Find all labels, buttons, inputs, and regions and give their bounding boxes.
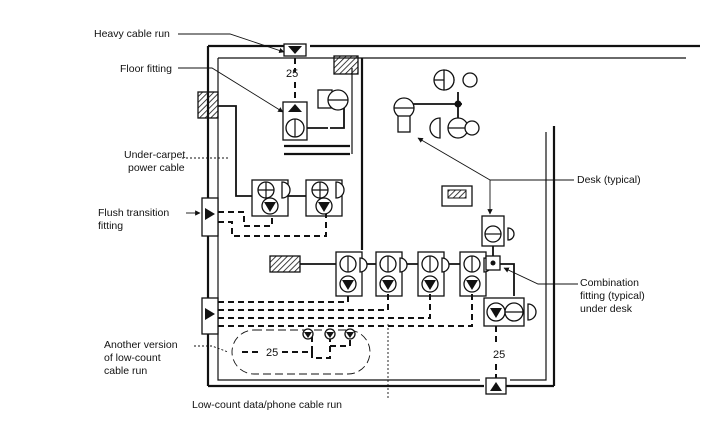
low-count-cable-run xyxy=(201,292,473,335)
floor-fitting-top: 25 xyxy=(282,43,359,141)
label-combo-3: under desk xyxy=(580,303,633,315)
label-flush-2: fitting xyxy=(98,220,123,232)
label-another-2: of low-count xyxy=(104,352,161,364)
right-run-number: 25 xyxy=(493,349,505,361)
flush-transition-fitting xyxy=(201,197,327,237)
label-desk: Desk (typical) xyxy=(577,174,641,186)
power-cable-group-left xyxy=(197,91,345,217)
top-run-number: 25 xyxy=(286,68,298,80)
alternate-low-count-loop: 25 xyxy=(231,328,371,375)
label-another-1: Another version xyxy=(104,339,178,351)
label-heavy-cable-run: Heavy cable run xyxy=(94,28,170,40)
label-combo-1: Combination xyxy=(580,277,639,289)
label-combo-2: fitting (typical) xyxy=(580,290,645,302)
loop-run-number: 25 xyxy=(266,347,278,359)
label-flush-1: Flush transition xyxy=(98,207,169,219)
desk-cluster-right xyxy=(393,69,480,207)
diagram-labels: Heavy cable run Floor fitting Under-carp… xyxy=(94,28,645,411)
label-under-carpet-1: Under-carpet xyxy=(124,149,185,161)
combination-fitting-row xyxy=(269,215,515,297)
label-low-count: Low-count data/phone cable run xyxy=(192,399,342,411)
label-floor-fitting: Floor fitting xyxy=(120,63,172,75)
fitting-bottom-right: 25 xyxy=(483,297,537,395)
building-walls xyxy=(206,44,700,388)
leader-lines xyxy=(178,33,578,398)
label-under-carpet-2: power cable xyxy=(128,162,185,174)
label-another-3: cable run xyxy=(104,365,147,377)
